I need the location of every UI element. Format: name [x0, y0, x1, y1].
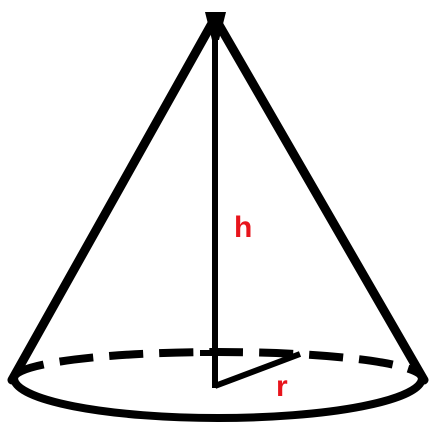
cone-slant-left: [7, 13, 220, 385]
height-label: h: [234, 211, 252, 244]
cone-base-front: [10, 377, 426, 422]
radius-label: r: [276, 370, 288, 403]
cone-slant-right: [210, 13, 429, 385]
radius-line: [213, 351, 302, 389]
